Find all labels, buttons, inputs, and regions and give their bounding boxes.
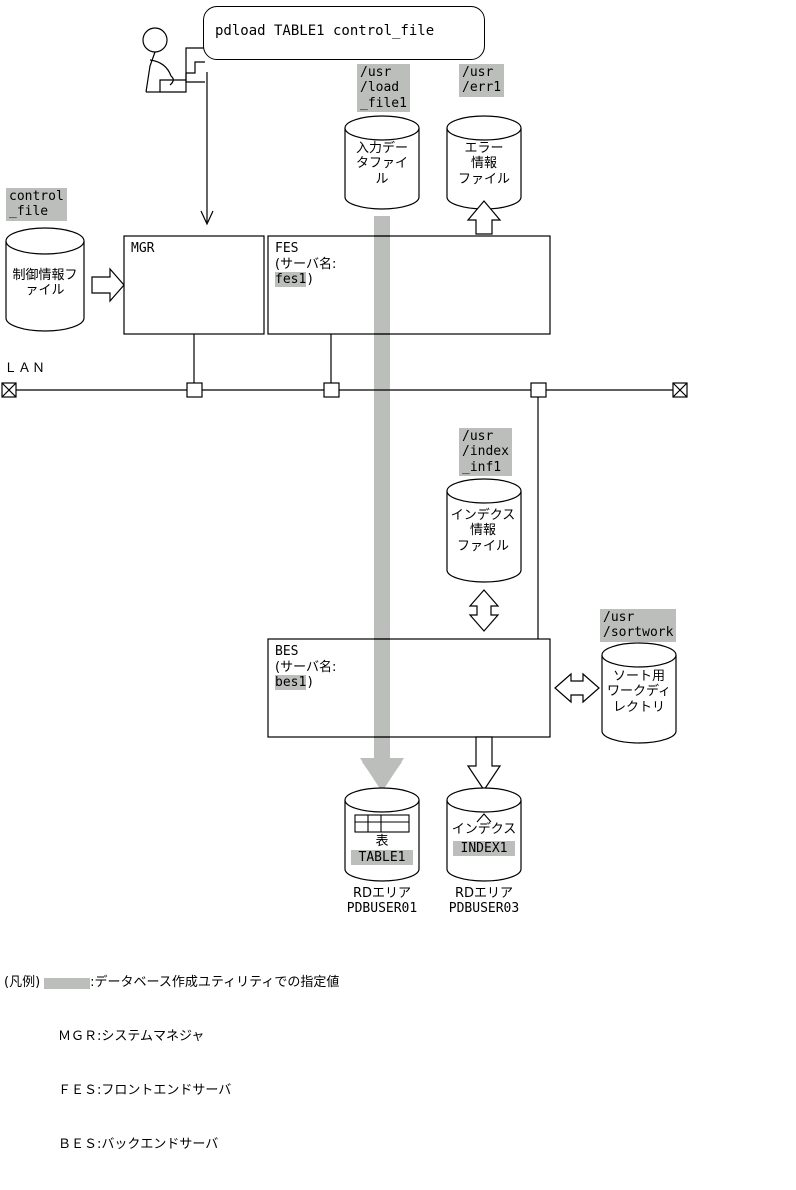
- pdload-architecture-diagram: pdload TABLE1 control_file control_file …: [1, 6, 688, 1152]
- index-rd-area-content-name: INDEX1: [453, 841, 515, 857]
- control-file-caption: 制御情報ファイル: [12, 268, 78, 299]
- legend-swatch-row: (凡例) :データベース作成ユティリティでの指定値: [4, 974, 339, 992]
- table-grid-icon: [354, 814, 410, 833]
- arrow-operator-to-mgr: [200, 72, 214, 226]
- legend-row-fes: ＦＥＳ:フロントエンドサーバ: [4, 1082, 339, 1100]
- lan-node-bes: [530, 382, 547, 398]
- command-text: pdload TABLE1 control_file: [215, 23, 435, 39]
- input-data-file-path-label: /usr/load_file1: [357, 64, 410, 112]
- bes-server-label: BES(サーバ名:bes1): [275, 644, 337, 691]
- mgr-server-label: MGR: [131, 241, 155, 256]
- index-triangle-icon: [476, 813, 492, 823]
- input-data-file-cylinder: [344, 115, 420, 210]
- error-info-file-path-label: /usr/err1: [459, 64, 505, 97]
- fes-box-band-overlay: [374, 235, 390, 335]
- arrow-control-file-to-mgr: [91, 267, 125, 303]
- lan-node-fes: [323, 382, 340, 398]
- lan-drop-lines: [193, 334, 539, 639]
- sort-work-dir-caption: ソート用ワークディレクトリ: [606, 669, 672, 715]
- mgr-server-box: [123, 235, 265, 335]
- index-info-file-caption: インデクス情報ファイル: [450, 508, 516, 554]
- arrow-index-file-bes-bidirectional: [468, 589, 500, 632]
- index-rd-area-cylinder: [446, 787, 522, 882]
- sort-work-dir-path-label: /usr/sortwork: [600, 609, 677, 642]
- control-file-cylinder: [5, 227, 85, 332]
- fes-server-label: FES(サーバ名:fes1): [275, 241, 337, 288]
- legend-key-bes: ＢＥＳ: [58, 1137, 98, 1152]
- data-flow-band: [360, 216, 404, 792]
- bes-server-box: [267, 638, 551, 738]
- legend-key-fes: ＦＥＳ: [58, 1083, 98, 1098]
- arrow-fes-to-error-file: [466, 200, 502, 235]
- table-rd-area-content-label: 表: [375, 834, 389, 849]
- index-info-file-cylinder: [446, 478, 522, 583]
- lan-node-mgr: [186, 382, 203, 398]
- lan-terminator-right-icon: [672, 382, 688, 398]
- index-rd-area-content-label: インデクス: [451, 822, 517, 837]
- legend-gray-swatch: [44, 977, 91, 989]
- operator-figure-icon: [142, 27, 174, 93]
- lan-terminator-left-icon: [1, 382, 17, 398]
- arrow-bes-to-index-area: [466, 736, 502, 792]
- legend: (凡例) :データベース作成ユティリティでの指定値 ＭＧＲ:システムマネジャ ＦＥ…: [4, 938, 339, 1190]
- command-bubble: [203, 6, 485, 60]
- table-rd-area-content-name: TABLE1: [351, 850, 413, 866]
- legend-row-bes: ＢＥＳ:バックエンドサーバ: [4, 1136, 339, 1154]
- legend-key-mgr: ＭＧＲ: [58, 1029, 98, 1044]
- terminal-desk-icon: [159, 47, 205, 93]
- index-info-file-path-label: /usr/index_inf1: [459, 428, 512, 476]
- lan-label: ＬＡＮ: [4, 361, 47, 376]
- arrow-bes-sortwork-bidirectional: [554, 672, 600, 704]
- sort-work-dir-cylinder: [601, 642, 677, 744]
- legend-row-mgr: ＭＧＲ:システムマネジャ: [4, 1028, 339, 1046]
- legend-desc-fes: :フロントエンドサーバ: [97, 1083, 232, 1098]
- bes-box-band-overlay: [374, 638, 390, 738]
- input-data-file-caption: 入力データファイル: [355, 141, 408, 187]
- control-file-path-label: control_file: [6, 188, 67, 221]
- fes-server-box: [267, 235, 551, 335]
- legend-desc-mgr: :システムマネジャ: [97, 1029, 205, 1044]
- legend-swatch-description: :データベース作成ユティリティでの指定値: [90, 975, 340, 990]
- error-info-file-cylinder: [446, 115, 522, 210]
- error-info-file-caption: エラー情報ファイル: [457, 141, 510, 187]
- legend-title: (凡例): [4, 975, 41, 990]
- legend-desc-bes: :バックエンドサーバ: [97, 1137, 219, 1152]
